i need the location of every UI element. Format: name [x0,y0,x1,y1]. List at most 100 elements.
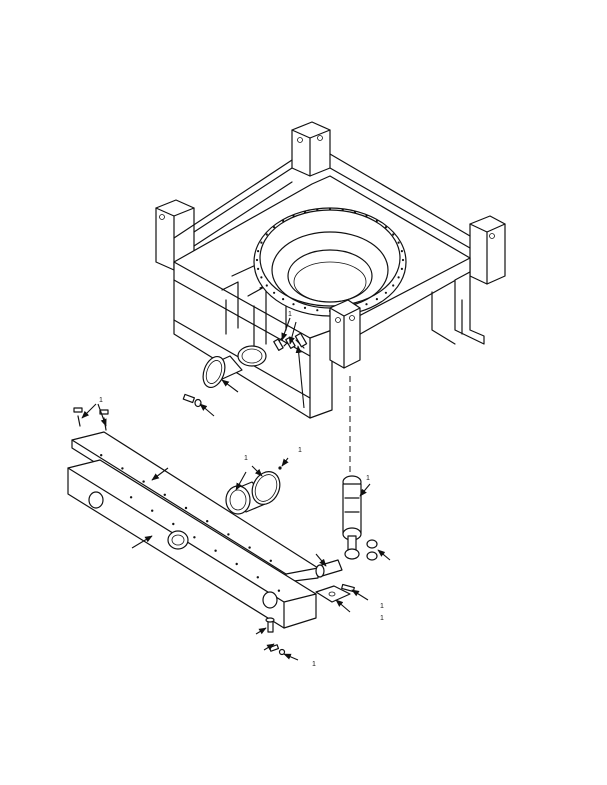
ring-bolt-hole [265,284,268,287]
leader-wear-plate [151,467,169,481]
ring-bolt-hole [255,258,259,262]
leader-screw-b [97,403,107,427]
wear-plate-holes [100,454,272,562]
beam-hole [151,509,154,512]
callout-mark: 1 [288,311,292,318]
right-upright [469,215,506,285]
leader-beam [131,535,153,549]
leader-cylinder-pin [315,553,327,567]
wear-plate-hole [227,533,230,536]
leader-grease-fitting [281,457,289,467]
beam-hole [256,576,259,579]
wear-plate-hole [142,480,145,483]
leader-screw-a [81,403,97,419]
ring-bolt-hole [273,291,276,294]
leader-cylinder-nuts [377,549,391,561]
leader-frame-pin-3 [295,345,305,409]
beam-hole [235,562,238,566]
cylinder-pin [315,559,343,578]
leader-cap-screw [199,403,215,417]
beam-hole [193,536,196,539]
callout-mark: 1 [244,455,248,462]
ring-bolt-hole [257,267,260,270]
callout-mark: 1 [380,615,384,622]
beam-holes [129,496,281,592]
ring-bolt-hole [303,306,307,309]
leader-lower-screw-a [263,643,275,651]
wear-plate-hole [248,546,251,549]
wear-plate-hole [269,559,272,562]
cap-screw [182,393,202,408]
ring-bolt-hole [384,226,387,229]
clevis-bolt [341,583,355,593]
ring-bolt-hole [273,226,276,229]
ring-bolt-hole [375,219,378,222]
grease-fitting [278,466,282,470]
lower-screw [268,644,286,656]
beam-hole [129,496,133,499]
ring-bolt-hole [397,241,400,244]
ring-bolt-hole [316,208,319,211]
cylinder-nuts [366,539,378,561]
ring-bolt-hole [303,211,307,214]
callout-mark: 1 [380,603,384,610]
leader-clevis-bracket [335,599,351,613]
leader-cylinder [359,483,371,497]
ring-bolt-hole [397,276,400,279]
wear-plate-hole [184,506,188,510]
front-upright [329,299,361,369]
ring-bolt-hole [282,298,285,301]
wear-plate-hole [206,520,209,523]
beam-hole [214,549,217,552]
leader-lower-screw-b [283,653,299,661]
o-ring [251,471,281,505]
leader-frame-pin-1 [281,317,291,341]
ring-bolt-hole [292,303,295,306]
callout-mark: 1 [298,447,302,454]
ring-bolt-hole [375,298,378,301]
wear-plate-hole [121,467,124,470]
slewing-ring [253,207,407,317]
callout-mark: 1 [312,661,316,668]
leader-bore-cap [221,379,239,393]
ring-bolt-hole [328,207,332,211]
lower-pin [265,617,275,633]
bore-cap [202,355,243,389]
ring-bolt-hole [401,258,405,262]
wear-plate [71,431,319,583]
ring-bolt-hole [365,303,368,306]
ring-bolt-hole [353,211,357,214]
leader-arrows [81,317,391,661]
beam-hole [277,589,281,592]
ring-bolt-hole [341,208,344,211]
right-leg [454,271,485,345]
callout-mark: 1 [366,475,370,482]
ring-bolt-hole [282,219,285,222]
ring-bolt-hole [384,291,387,294]
rear-rail-left [173,159,293,247]
ring-bolt-hole [257,250,260,253]
ring-bolt-hole [260,241,263,244]
rear-upright [291,121,331,177]
ring-bolt-hole [400,250,403,253]
axle-beam [67,459,317,629]
callout-marks: 1 1 1 1 1 1 1 1 [99,311,384,668]
leader-lower-pin [255,627,267,635]
ring-bolt-hole [400,267,403,270]
ring-bolt-hole [365,214,368,217]
hydraulic-cylinder [342,475,362,560]
ring-bolt-hole [392,284,395,287]
wear-plate-hole [100,454,103,457]
callout-mark: 1 [99,397,103,404]
leader-frame-pin-2 [288,321,297,345]
beam-hole [172,522,175,526]
leader-o-ring [251,465,263,477]
leader-clevis-bolt [351,589,369,601]
leader-bushing [235,471,247,491]
wear-plate-hole [163,493,166,496]
ring-bolt-hole [265,233,268,236]
ring-bolt-hole [292,214,295,217]
ring-bolt-hole [260,276,263,279]
clevis-bracket [315,585,351,603]
